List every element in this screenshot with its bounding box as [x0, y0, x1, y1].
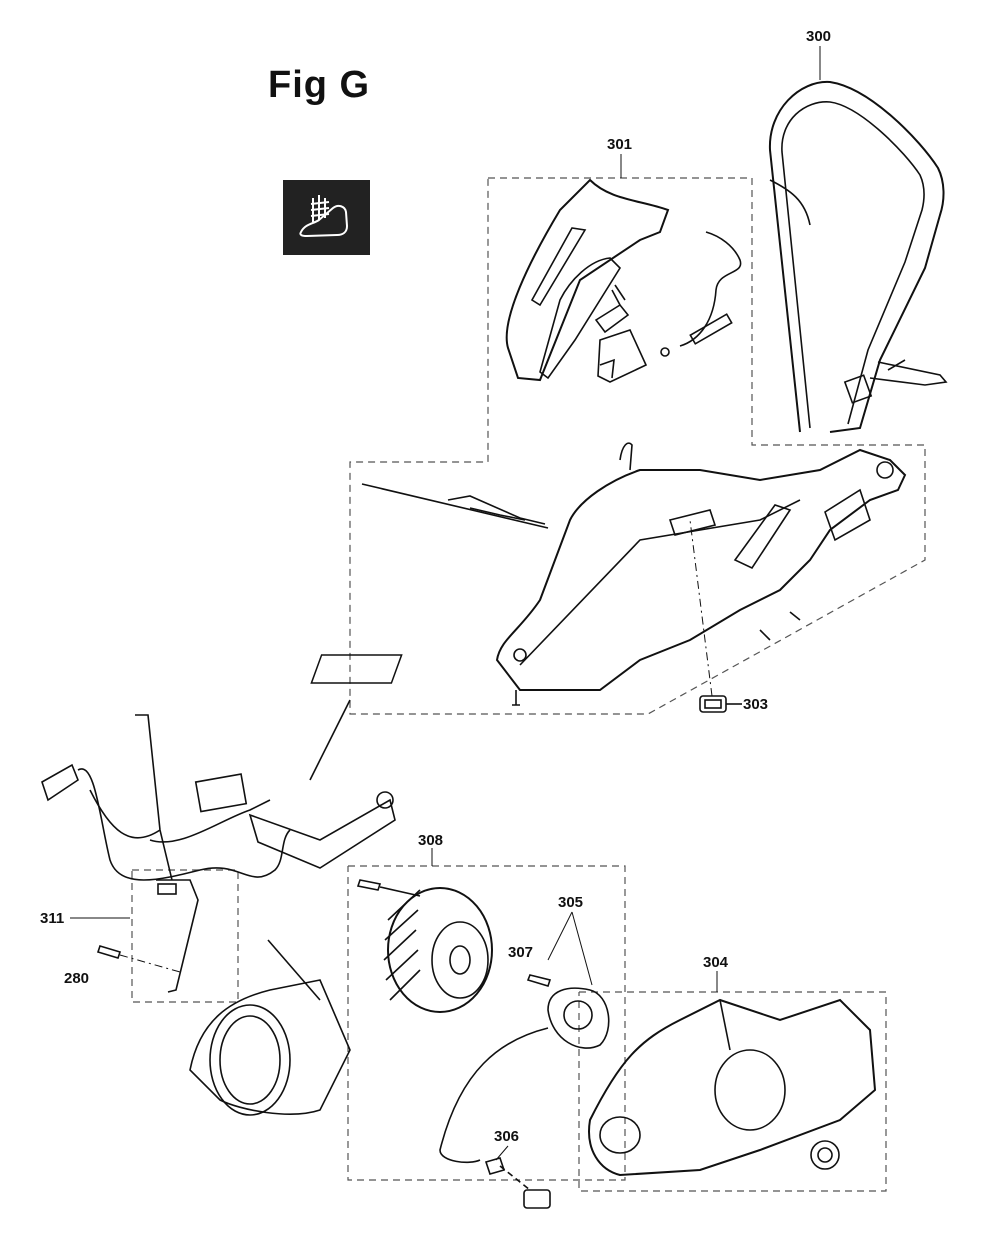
rear-handle-body-part — [310, 442, 907, 706]
switch-303-part — [689, 519, 742, 713]
crankcase-cover-part — [189, 939, 351, 1116]
connector-306-part — [484, 1157, 551, 1209]
cable-handle-assembly-part — [41, 699, 396, 993]
group-308-outline — [347, 865, 626, 1181]
callout-280: 280 — [64, 970, 90, 987]
crankcase-304-part — [588, 998, 877, 1177]
callout-303: 303 — [743, 696, 769, 713]
screw-280-part — [96, 945, 181, 973]
figure-title: Fig G — [268, 64, 371, 106]
screw-307-part — [526, 974, 552, 987]
ignition-module-305-part — [439, 987, 610, 1164]
flywheel-308-part — [356, 879, 493, 1013]
callout-301: 301 — [607, 136, 633, 153]
callout-311: 311 — [40, 910, 65, 927]
group-301-outline — [349, 177, 926, 715]
callout-306: 306 — [494, 1128, 520, 1145]
callout-307: 307 — [508, 944, 534, 961]
handle-bar-part — [768, 80, 948, 433]
hand-gear-icon — [283, 180, 370, 255]
callout-308: 308 — [418, 832, 444, 849]
group-304-outline — [578, 991, 887, 1192]
top-handle-part — [505, 178, 742, 383]
callout-300: 300 — [806, 28, 832, 45]
callout-304: 304 — [703, 954, 729, 971]
group-311-outline — [131, 869, 239, 1003]
callout-305: 305 — [558, 894, 584, 911]
